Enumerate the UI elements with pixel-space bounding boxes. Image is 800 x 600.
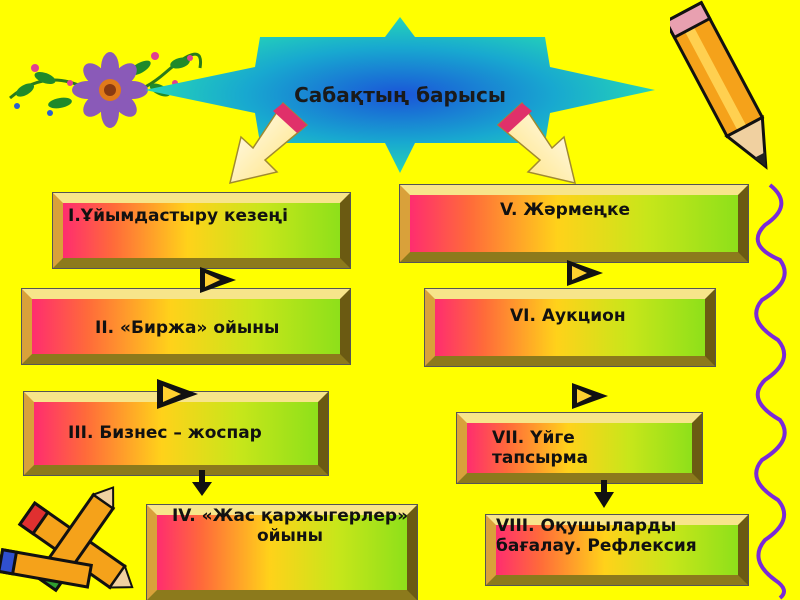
step-label-5: V. Жәрмеңке — [500, 200, 631, 220]
step-box-8 — [486, 515, 748, 585]
step-label-3: III. Бизнес – жоспар — [68, 423, 262, 443]
arrow-title-right — [496, 101, 577, 185]
connector-arrow-6 — [594, 480, 614, 508]
step-box-6 — [425, 289, 715, 366]
connector-arrow-2 — [157, 379, 198, 409]
connector-arrow-4 — [567, 260, 603, 286]
diagram-title: Сабақтың барысы — [294, 83, 506, 107]
step-box-2 — [22, 289, 350, 364]
step-label-4: IV. «Жас қаржыгерлер» ойыны — [171, 506, 409, 546]
connector-arrow-1 — [200, 267, 236, 293]
step-label-6: VI. Аукцион — [510, 306, 626, 326]
step-label-2: II. «Биржа» ойыны — [95, 318, 280, 338]
step-label-1: I.Ұйымдастыру кезеңі — [68, 206, 288, 226]
step-box-1 — [53, 193, 350, 268]
connector-arrow-5 — [572, 383, 608, 409]
step-label-7: VII. Үйге тапсырма — [492, 428, 589, 468]
step-box-5 — [400, 185, 748, 262]
flower-vine-decoration — [9, 52, 203, 128]
pencil-decoration — [670, 0, 768, 170]
arrow-title-left — [228, 101, 309, 185]
squiggle-decoration — [754, 183, 787, 600]
step-box-7 — [457, 413, 702, 483]
crayons-decoration — [0, 486, 134, 593]
step-box-4 — [147, 505, 417, 600]
step-label-8: VIII. Оқушыларды бағалау. Рефлексия — [496, 516, 697, 556]
connector-arrow-3 — [192, 470, 212, 496]
